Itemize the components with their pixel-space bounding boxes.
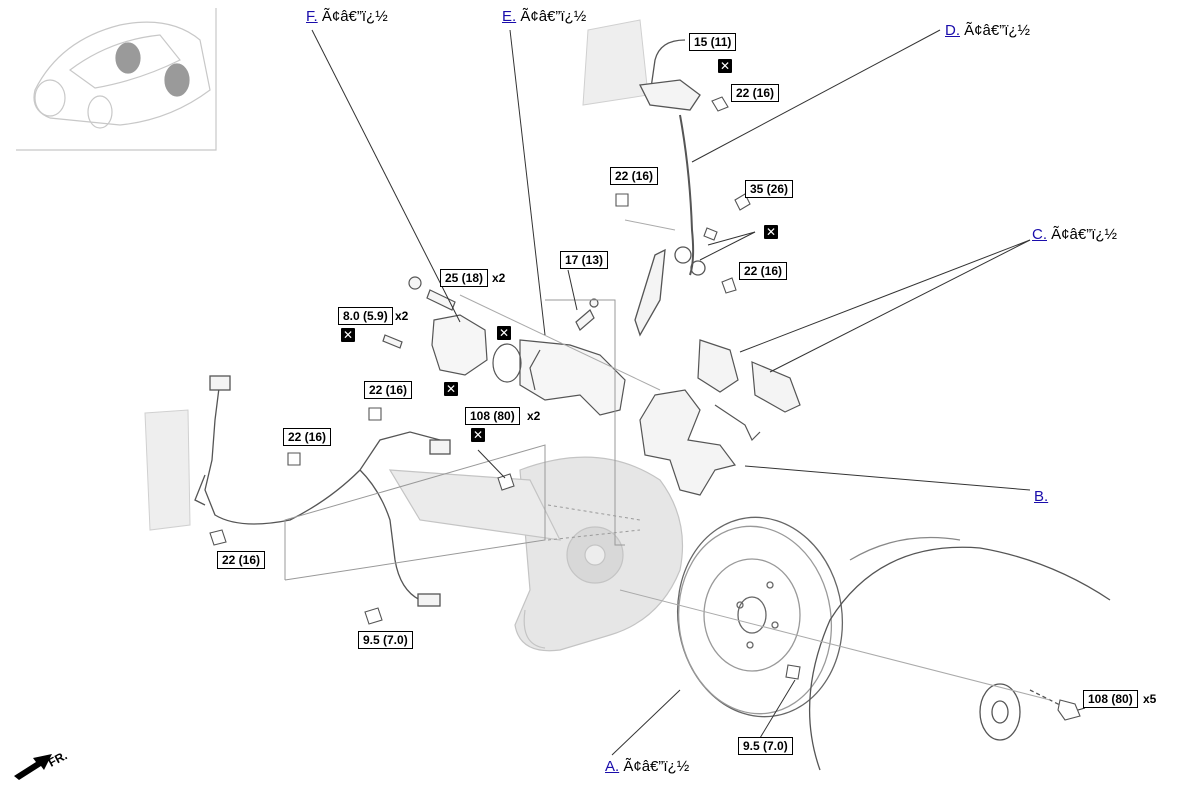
vehicle-locator-inset <box>16 8 217 151</box>
callout-b: B. <box>1034 488 1048 505</box>
caliper-assembly <box>382 276 626 416</box>
torque-label: 22 (16) <box>283 428 332 446</box>
non-reusable-part-icon: ✕ <box>341 328 355 342</box>
torque-label: 22 (16) <box>731 84 780 102</box>
callout-a: A. Ã¢â€”ï¿½ <box>605 758 689 775</box>
torque-label: 108 (80) <box>1083 690 1138 708</box>
caliper-bracket <box>639 389 737 496</box>
non-reusable-part-icon: ✕ <box>764 225 778 239</box>
wheel-drum <box>808 536 1111 771</box>
callout-leaders <box>311 29 1086 756</box>
quantity-label: x2 <box>492 271 506 285</box>
callout-e: E. Ã¢â€”ï¿½ <box>502 8 586 25</box>
quantity-label: x5 <box>1143 692 1157 706</box>
callout-d: D. Ã¢â€”ï¿½ <box>945 22 1030 39</box>
callout-e-link[interactable]: E. <box>502 8 517 25</box>
quantity-label: x2 <box>395 309 409 323</box>
backing-plate-left <box>144 19 649 531</box>
non-reusable-part-icon: ✕ <box>444 382 458 396</box>
callout-c-link[interactable]: C. <box>1032 226 1047 243</box>
fasteners <box>209 96 1081 721</box>
non-reusable-part-icon: ✕ <box>497 326 511 340</box>
callout-a-text: Ã¢â€”ï¿½ <box>623 758 690 775</box>
torque-label: 22 (16) <box>364 381 413 399</box>
torque-label: 17 (13) <box>560 251 609 269</box>
torque-label: 35 (26) <box>745 180 794 198</box>
quantity-label: x2 <box>527 409 541 423</box>
torque-label: 22 (16) <box>217 551 266 569</box>
non-reusable-part-icon: ✕ <box>718 59 732 73</box>
speed-sensor-harness <box>194 375 451 607</box>
torque-label: 9.5 (7.0) <box>738 737 793 755</box>
torque-label: 25 (18) <box>440 269 489 287</box>
callout-b-link[interactable]: B. <box>1034 488 1049 505</box>
torque-label: 22 (16) <box>610 167 659 185</box>
callout-c: C. Ã¢â€”ï¿½ <box>1032 226 1117 243</box>
brake-hose <box>634 39 706 337</box>
non-reusable-part-icon: ✕ <box>471 428 485 442</box>
callout-d-link[interactable]: D. <box>945 22 960 39</box>
phantom-lines <box>284 219 1051 701</box>
callout-e-text: Ã¢â€”ï¿½ <box>520 8 587 25</box>
torque-label: 108 (80) <box>465 407 520 425</box>
front-direction-arrow <box>14 754 52 780</box>
callout-f: F. Ã¢â€”ï¿½ <box>306 8 388 25</box>
brake-disc <box>676 516 844 718</box>
callout-a-link[interactable]: A. <box>605 758 620 775</box>
callout-f-link[interactable]: F. <box>306 8 318 25</box>
callout-f-text: Ã¢â€”ï¿½ <box>321 8 388 25</box>
torque-label: 15 (11) <box>689 33 737 51</box>
torque-label: 9.5 (7.0) <box>358 631 413 649</box>
torque-label: 22 (16) <box>739 262 788 280</box>
steering-knuckle <box>388 456 683 652</box>
torque-label: 8.0 (5.9) <box>338 307 393 325</box>
callout-d-text: Ã¢â€”ï¿½ <box>964 22 1031 39</box>
brake-pads <box>697 339 801 442</box>
callout-c-text: Ã¢â€”ï¿½ <box>1051 226 1118 243</box>
